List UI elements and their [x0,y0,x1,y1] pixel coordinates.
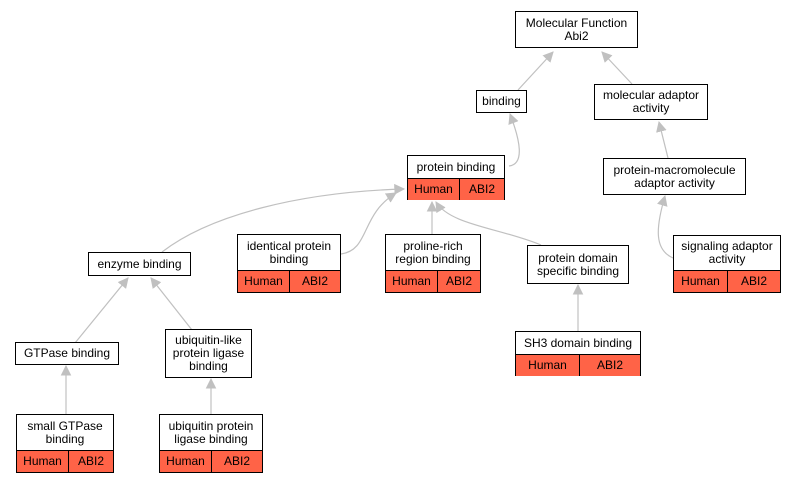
gene-label: ABI2 [77,454,104,468]
edge-molecular-adaptor-to-root [601,51,633,85]
species-label: Human [408,179,460,200]
node-protein-domain-specific-binding: protein domain specific binding [527,245,629,284]
node-label: ubiquitin-like protein ligase binding [172,333,245,373]
node-sh3-domain-binding: SH3 domain binding Human ABI2 [515,331,641,376]
edge-binding-to-root [517,51,554,91]
edge-gtpase-to-enzyme [74,277,129,344]
annotation-row: Human ABI2 [516,354,640,376]
node-label: protein binding [416,159,496,174]
gene-label: ABI2 [740,274,767,288]
node-identical-protein-binding: identical protein binding Human ABI2 [237,234,341,293]
annotation-row: Human ABI2 [674,270,780,292]
species-label: Human [386,271,438,292]
annotation-row: Human ABI2 [238,270,340,292]
node-molecular-function-root: Molecular Function Abi2 [515,11,638,48]
annotation-row: Human ABI2 [17,450,113,472]
annotation-row: Human ABI2 [408,178,504,200]
edge-identical-to-protein-binding [340,192,397,255]
edge-pm-adaptor-to-molecular-adaptor [656,120,669,159]
node-label: ubiquitin protein ligase binding [168,418,254,446]
species-label: Human [160,451,212,472]
species-label: Human [674,271,728,292]
species-label: Human [17,451,69,472]
annotation-row: Human ABI2 [160,450,262,472]
node-ubiquitin-like-protein-ligase-binding: ubiquitin-like protein ligase binding [165,329,252,378]
species-label: Human [516,355,580,376]
node-label: identical protein binding [246,238,332,266]
node-protein-binding: protein binding Human ABI2 [407,155,505,200]
node-label: enzyme binding [97,256,182,271]
node-label: signaling adaptor activity [681,239,773,266]
gene-label: ABI2 [596,358,623,372]
gene-label: ABI2 [301,274,328,288]
node-gtpase-binding: GTPase binding [15,342,119,365]
node-molecular-adaptor-activity: molecular adaptor activity [594,84,708,120]
node-label: Molecular Function Abi2 [525,15,628,43]
node-label: GTPase binding [23,346,111,360]
gene-label: ABI2 [223,454,250,468]
edge-domain-to-protein-binding [435,201,542,246]
edge-signaling-to-pm-adaptor [657,194,674,259]
edge-ubiquitin-like-to-enzyme [150,277,193,331]
node-signaling-adaptor-activity: signaling adaptor activity Human ABI2 [673,235,781,293]
gene-label: ABI2 [468,182,495,196]
node-protein-macromolecule-adaptor: protein-macromolecule adaptor activity [603,158,746,195]
gene-label: ABI2 [445,274,472,288]
node-label: protein-macromolecule adaptor activity [613,162,736,190]
node-ubiquitin-protein-ligase-binding: ubiquitin protein ligase binding Human A… [159,414,263,473]
node-label: binding [482,94,521,108]
edge-protein-binding-to-binding [508,112,520,167]
node-small-gtpase-binding: small GTPase binding Human ABI2 [16,414,114,473]
annotation-row: Human ABI2 [386,270,480,292]
node-label: SH3 domain binding [523,335,633,350]
node-enzyme-binding: enzyme binding [88,252,191,276]
node-label: protein domain specific binding [536,250,620,278]
node-label: proline-rich region binding [395,238,471,266]
node-binding: binding [476,90,527,113]
node-label: molecular adaptor activity [602,88,700,115]
node-proline-rich-region-binding: proline-rich region binding Human ABI2 [385,234,481,293]
species-label: Human [238,271,290,292]
node-label: small GTPase binding [27,418,103,446]
edge-enzyme-binding-to-protein-binding [161,183,406,253]
